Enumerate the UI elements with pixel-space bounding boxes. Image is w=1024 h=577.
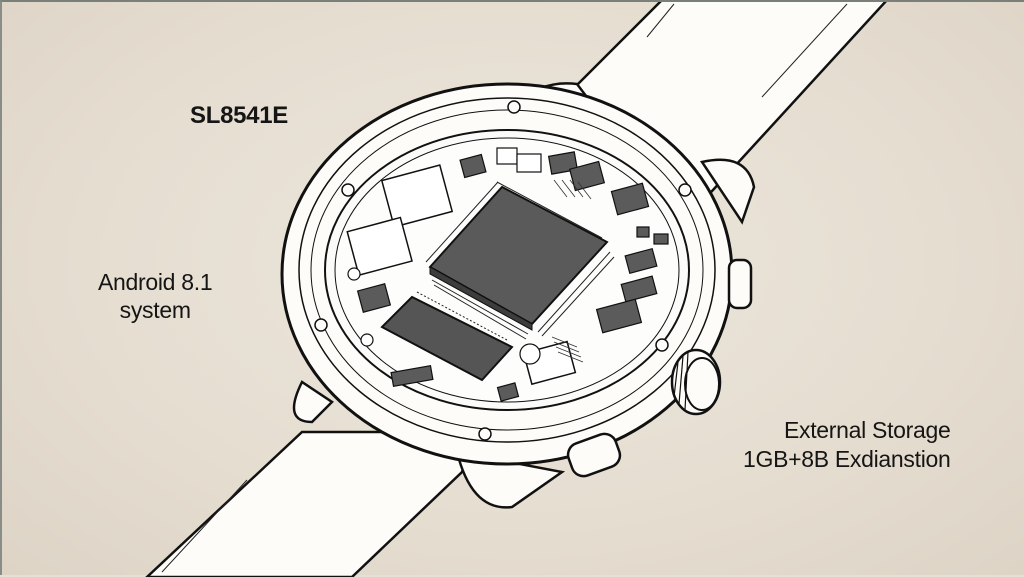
memory-chip <box>380 291 514 382</box>
storage-label: External Storage 1GB+8B Exdianstion <box>743 416 951 474</box>
storage-label-line1: External Storage <box>783 417 951 443</box>
circuit-board <box>346 147 669 402</box>
lower-strap <box>145 430 479 577</box>
os-label-line1: Android 8.1 <box>98 269 213 295</box>
chip-label: SL8541E <box>190 102 288 129</box>
watch-lugs <box>292 82 756 509</box>
os-label-line2: system <box>119 297 191 323</box>
bezel-screws <box>314 100 692 441</box>
side-buttons <box>566 258 753 478</box>
os-label: Android 8.1 system <box>98 268 213 324</box>
main-soc-chip <box>425 181 615 340</box>
storage-label-line2: 1GB+8B Exdianstion <box>743 446 951 472</box>
